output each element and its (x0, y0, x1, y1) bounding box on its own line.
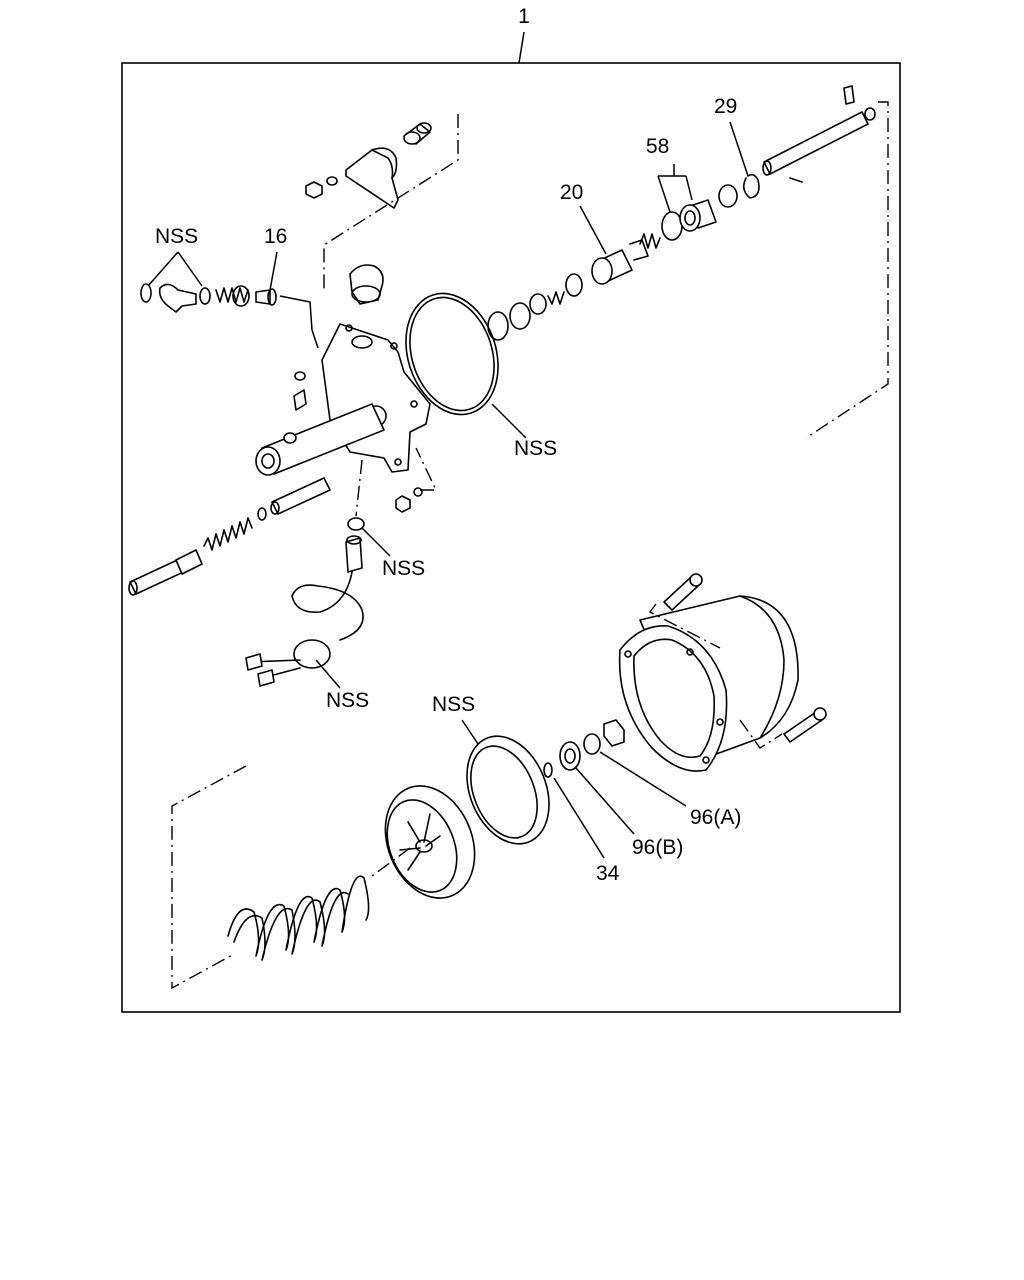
piston-plate (371, 785, 476, 899)
push-rod-assembly (128, 477, 331, 596)
label-nss-seal: NSS (432, 693, 475, 716)
label-nss-hose: NSS (155, 225, 198, 248)
leader-34 (553, 777, 605, 859)
bracket-assembly (305, 114, 459, 292)
assembly-number-label: 1 (518, 5, 530, 28)
leader-96b (575, 767, 635, 835)
leader-16 (269, 251, 278, 291)
leader-96a (599, 751, 687, 807)
leader-nss-hose (147, 251, 203, 287)
leader-nss-o-ring (491, 403, 527, 439)
large-o-ring (405, 292, 499, 416)
label-nss-washer: NSS (382, 557, 425, 580)
assembly-leader-line (518, 31, 525, 64)
label-16: 16 (264, 225, 287, 248)
leader-58 (657, 164, 693, 213)
piston-train (487, 85, 889, 439)
valve-body (255, 264, 431, 476)
leader-20 (579, 205, 607, 255)
switch-sensor-assembly (245, 459, 365, 687)
label-96b: 96(B) (632, 836, 683, 859)
label-nss-connector: NSS (326, 689, 369, 712)
assembly-frame (121, 62, 901, 1013)
power-cylinder (618, 573, 827, 772)
leader-nss-seal (461, 719, 479, 745)
leader-nss-connector (315, 659, 341, 689)
diaphragm-seal (466, 735, 550, 845)
label-34: 34 (596, 862, 620, 885)
return-spring (171, 765, 370, 990)
label-58: 58 (646, 135, 669, 158)
nut-washer-group (395, 447, 438, 513)
leader-29 (729, 121, 749, 177)
hose-fitting-group (140, 283, 319, 349)
label-96a: 96(A) (690, 806, 741, 829)
label-29: 29 (714, 95, 737, 118)
nut-washer-stack (543, 719, 625, 778)
label-20: 20 (560, 181, 583, 204)
label-nss-o-ring: NSS (514, 437, 557, 460)
leader-nss-washer (361, 527, 391, 557)
